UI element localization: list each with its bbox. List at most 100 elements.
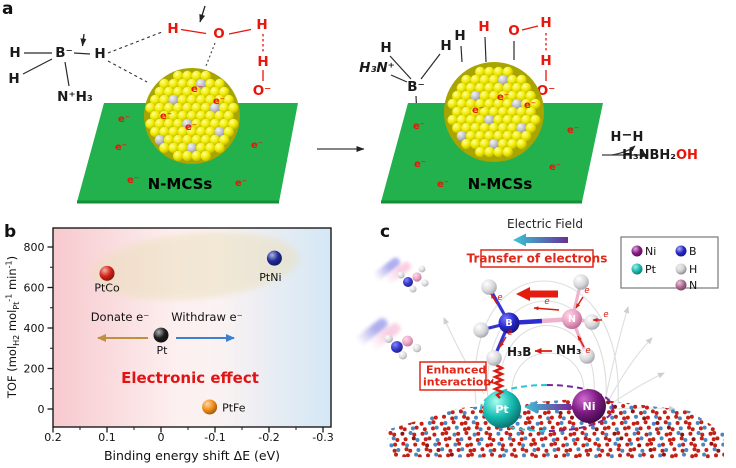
h-sphere (397, 271, 405, 279)
electron-label: e⁻ (497, 92, 509, 103)
lattice-atom (421, 414, 426, 419)
lattice-atom (612, 431, 617, 436)
metal-sphere (511, 130, 523, 142)
lattice-atom (469, 400, 474, 405)
lattice-atom (434, 425, 439, 430)
donate-label: Donate e⁻ (91, 310, 150, 324)
dopant-sphere (511, 98, 523, 110)
lattice-atom (513, 454, 518, 459)
lattice-atom (553, 393, 557, 397)
dashed-ellipse-left (480, 384, 548, 432)
y-axis-title: TOF (molH2 molPt-1 min-1) (5, 256, 22, 399)
metal-sphere (228, 118, 239, 130)
lattice-atom (526, 410, 531, 415)
lattice-atom (386, 399, 387, 404)
lattice-atom (594, 427, 599, 432)
boron-label: B⁻ (407, 79, 424, 95)
electronic-effect-label: Electronic effect (121, 369, 259, 387)
h-atom-label: H (454, 28, 465, 44)
lattice-atom (725, 406, 729, 410)
electron-label: e⁻ (191, 84, 203, 95)
lattice-atom (556, 398, 561, 399)
lattice-atom (381, 442, 385, 446)
lattice-atom (429, 404, 434, 408)
lattice-atom (725, 448, 729, 452)
lattice-atom (631, 421, 636, 426)
lattice-atom (546, 416, 551, 421)
lattice-atom (667, 438, 672, 442)
lattice-atom (697, 404, 702, 408)
lattice-atom (632, 447, 637, 452)
lattice-atom (680, 432, 685, 437)
lattice-atom (475, 421, 480, 426)
lattice-atom (711, 437, 716, 442)
lattice-atom (510, 452, 515, 457)
y-tick-label: 400 (24, 322, 45, 335)
lattice-atom (404, 447, 409, 452)
lattice-atom (605, 442, 610, 447)
lattice-atom (435, 438, 440, 442)
lattice-atom (437, 405, 442, 410)
lattice-atom (716, 448, 721, 453)
b-sphere (391, 341, 403, 353)
interaction-spring (491, 363, 506, 399)
lattice-atom (475, 438, 480, 442)
lattice-atom (699, 420, 704, 425)
legend-sphere-Ni (631, 245, 643, 257)
lattice-atom (562, 398, 567, 403)
metal-sphere (516, 74, 527, 86)
electric-field-arrow (513, 233, 568, 247)
lattice-atom (393, 394, 397, 398)
lattice-atom (651, 437, 656, 442)
lattice-atom (596, 447, 601, 452)
lattice-atom (703, 410, 707, 415)
metal-sphere (205, 110, 216, 122)
lattice-atom (414, 425, 419, 430)
panel-c-label: c (380, 222, 390, 242)
dopant-sphere (154, 134, 165, 146)
lattice-atom (619, 436, 624, 441)
lattice-atom (696, 394, 700, 398)
lattice-atom (675, 421, 680, 425)
lattice-atom (620, 448, 625, 453)
metal-sphere (521, 98, 532, 110)
lattice-atom (715, 436, 720, 441)
lattice-atom (466, 453, 471, 458)
metal-sphere (191, 134, 202, 146)
lattice-atom (469, 452, 474, 457)
lattice-atom (541, 443, 546, 448)
lattice-atom (651, 421, 656, 426)
metal-sphere (484, 98, 495, 110)
h-sphere (412, 343, 422, 353)
transfer-box: Transfer of electrons (467, 249, 607, 268)
lattice-atom (572, 431, 577, 436)
metal-sphere (186, 94, 198, 106)
lattice-atom (457, 393, 461, 397)
metal-sphere (493, 66, 504, 78)
lattice-atom (693, 453, 698, 458)
boron-label: B⁻ (55, 45, 72, 61)
metal-sphere (191, 70, 202, 82)
lattice-atom (561, 416, 566, 421)
lattice-atom (379, 422, 383, 426)
metal-sphere (461, 106, 472, 118)
lattice-atom (434, 452, 439, 457)
metal-sphere (214, 142, 225, 154)
lattice-atom (650, 454, 654, 459)
lattice-atom (588, 448, 593, 452)
lattice-atom (709, 404, 713, 409)
lattice-atom (661, 452, 666, 457)
lattice-atom (644, 432, 649, 437)
metal-sphere (186, 110, 198, 122)
lattice-atom (622, 416, 627, 421)
metal-sphere (205, 142, 216, 154)
lattice-atom (444, 431, 449, 435)
lattice-atom (595, 437, 600, 442)
lattice-atom (405, 398, 410, 403)
lattice-atom (565, 400, 570, 405)
lattice-atom (442, 427, 447, 432)
lattice-atom (619, 421, 624, 425)
lattice-atom (704, 393, 708, 397)
lattice-atom (486, 426, 491, 431)
